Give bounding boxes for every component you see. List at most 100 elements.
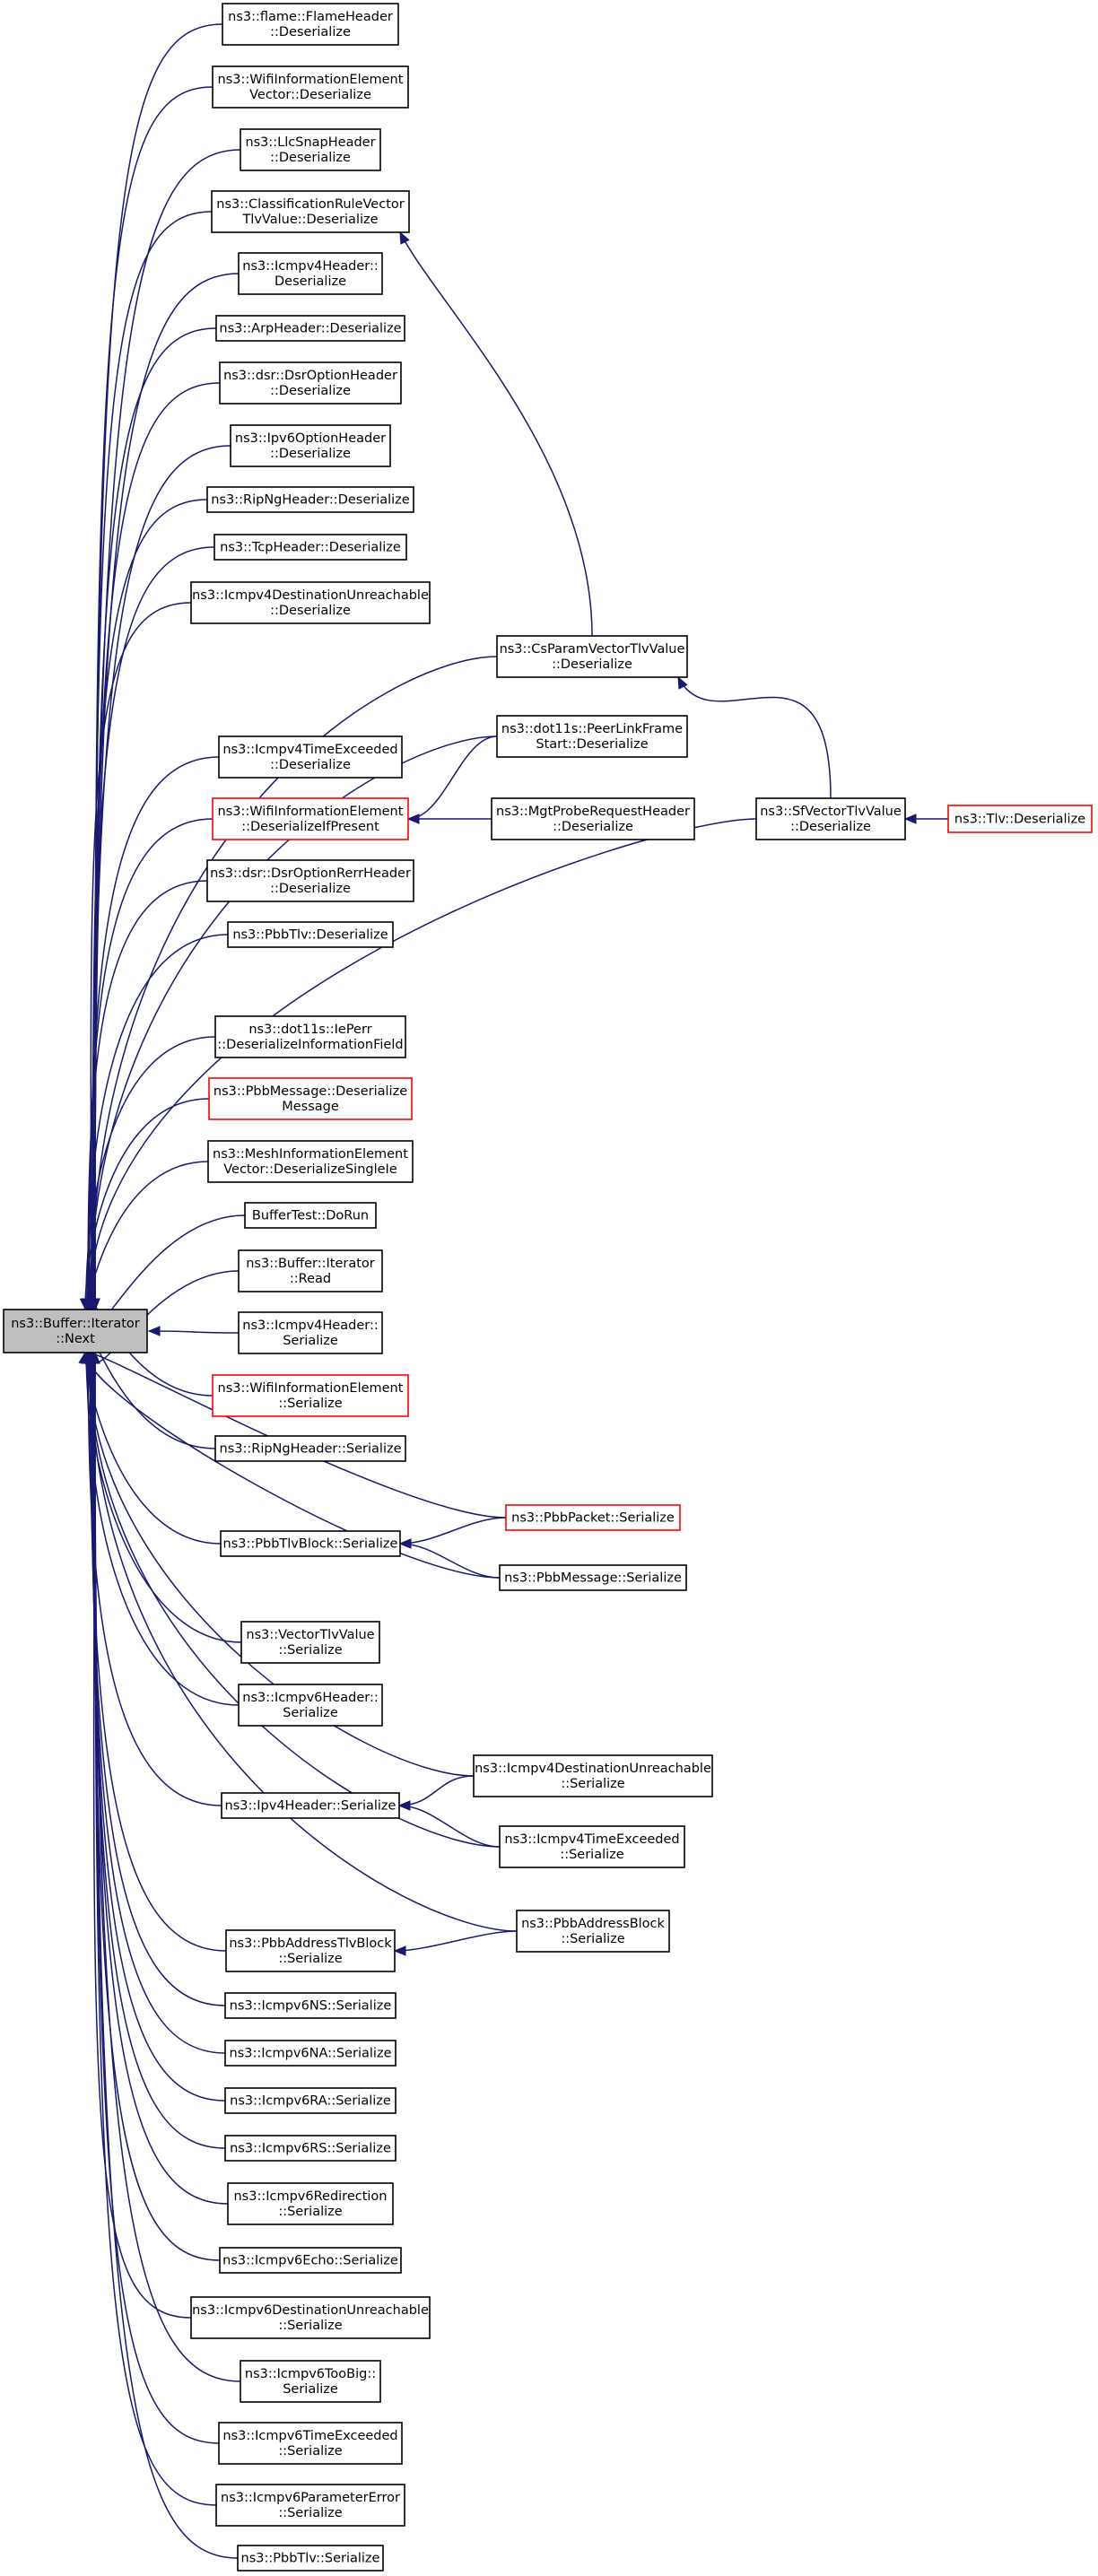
edge-n-pbbaddrblock-s-to-n-pbbaddrtlv-s: [394, 1930, 518, 1952]
node-n-ripng-s[interactable]: ns3::RipNgHeader::Serialize: [214, 1435, 406, 1462]
node-label: Deserialize: [274, 274, 346, 289]
node-n-tcp[interactable]: ns3::TcpHeader::Deserialize: [214, 534, 407, 561]
node-n-pbbaddrtlv-s[interactable]: ns3::PbbAddressTlvBlock::Serialize: [225, 1929, 396, 1972]
node-n-ripng-d[interactable]: ns3::RipNgHeader::Deserialize: [206, 486, 414, 513]
node-n-sfvector[interactable]: ns3::SfVectorTlvValue::Deserialize: [755, 797, 906, 840]
node-label: ns3::Icmpv6TimeExceeded: [222, 2429, 397, 2443]
node-n-icmpv6hdr-s[interactable]: ns3::Icmpv6Header::Serialize: [238, 1684, 383, 1727]
node-root[interactable]: ns3::Buffer::Iterator::Next: [3, 1309, 148, 1353]
node-n-mgtprobe[interactable]: ns3::MgtProbeRequestHeader::Deserialize: [491, 797, 695, 840]
node-box: [224, 2135, 396, 2162]
node-n-icmpv6rs[interactable]: ns3::Icmpv6RS::Serialize: [224, 2135, 396, 2162]
edge-n-icmpv4du-s-to-root: [87, 1352, 475, 1777]
node-n-wifiie-s[interactable]: ns3::WifiInformationElement::Serialize: [212, 1374, 409, 1417]
node-label: ns3::RipNgHeader::Deserialize: [211, 493, 410, 508]
edge-n-meshvec-to-root: [83, 1161, 209, 1314]
node-label: ns3::TcpHeader::Deserialize: [220, 541, 401, 555]
node-n-icmpv4hdr-s[interactable]: ns3::Icmpv4Header::Serialize: [238, 1311, 383, 1354]
node-n-dsrrerr[interactable]: ns3::dsr::DsrOptionRerrHeader::Deseriali…: [206, 859, 414, 902]
node-n-icmpv6pe[interactable]: ns3::Icmpv6ParameterError::Serialize: [215, 2484, 405, 2527]
edge-n-icmpv6rs-to-root: [92, 1352, 226, 2149]
edge-n-icmpv6echo-to-root: [93, 1352, 221, 2261]
node-n-vectortlv-s[interactable]: ns3::VectorTlvValue::Serialize: [240, 1621, 380, 1664]
node-label: ns3::RipNgHeader::Serialize: [220, 1442, 402, 1457]
node-n-meshvec[interactable]: ns3::MeshInformationElementVector::Deser…: [207, 1140, 414, 1183]
node-n-wifivec[interactable]: ns3::WifiInformationElementVector::Deser…: [212, 65, 409, 109]
node-label: ns3::Icmpv4TimeExceeded: [222, 743, 397, 757]
edge-n-icmpv6toobig-to-root: [94, 1352, 241, 2382]
node-n-icmpv6ns[interactable]: ns3::Icmpv6NS::Serialize: [224, 1992, 396, 2019]
edge-n-icmpv4hdr-s-to-root: [148, 1330, 240, 1334]
node-box: [212, 797, 409, 840]
node-n-ieperr[interactable]: ns3::dot11s::IePerr::DeserializeInformat…: [214, 1015, 406, 1058]
node-box: [238, 1249, 383, 1292]
node-label: ns3::flame::FlameHeader: [228, 10, 393, 24]
node-n-pbbtlv-d[interactable]: ns3::PbbTlv::Deserialize: [227, 921, 394, 948]
node-n-pbbpacket-s[interactable]: ns3::PbbPacket::Serialize: [505, 1504, 681, 1531]
arrowhead: [397, 1800, 411, 1811]
node-n-icmpv6na[interactable]: ns3::Icmpv6NA::Serialize: [224, 2040, 396, 2067]
node-n-icmpv4te-d[interactable]: ns3::Icmpv4TimeExceeded::Deserialize: [218, 735, 403, 779]
node-box: [224, 2040, 396, 2067]
node-label: ns3::PbbMessage::Serialize: [504, 1571, 682, 1586]
edge-n-pbbaddrtlv-s-to-root: [89, 1352, 227, 1952]
node-n-csparam[interactable]: ns3::CsParamVectorTlvValue::Deserialize: [496, 635, 688, 678]
arrowhead: [903, 814, 917, 824]
node-n-pbbtlvblock-s[interactable]: ns3::PbbTlvBlock::Serialize: [220, 1530, 401, 1557]
node-n-icmpv6ra[interactable]: ns3::Icmpv6RA::Serialize: [224, 2087, 396, 2114]
edge-n-pbbmsg-s-to-n-pbbtlvblock-s: [399, 1543, 501, 1579]
node-n-icmpv4hdr-d[interactable]: ns3::Icmpv4Header::Deserialize: [238, 252, 383, 295]
node-label: ns3::dsr::DsrOptionRerrHeader: [210, 866, 411, 881]
node-box: [224, 2087, 396, 2114]
node-n-dsropt[interactable]: ns3::dsr::DsrOptionHeader::Deserialize: [219, 361, 402, 405]
node-n-wifiie-dip[interactable]: ns3::WifiInformationElement::Deserialize…: [212, 797, 409, 840]
node-n-ipv4hdr-s[interactable]: ns3::Ipv4Header::Serialize: [221, 1792, 400, 1819]
nodes-layer: ns3::Buffer::Iterator::Next ns3::flame::F…: [3, 3, 1093, 2572]
node-n-icmpv4te-s[interactable]: ns3::Icmpv4TimeExceeded::Serialize: [499, 1825, 685, 1868]
edges-layer: [77, 23, 948, 2559]
node-label: ::Deserialize: [790, 820, 871, 834]
edge-n-ieperr-to-root: [85, 1036, 216, 1310]
node-n-flame[interactable]: ns3::flame::FlameHeader::Deserialize: [222, 3, 399, 46]
node-label: ns3::Icmpv6DestinationUnreachable: [192, 2303, 429, 2318]
node-box: [215, 2484, 405, 2527]
edge-n-icmpv4du-d-to-root: [90, 602, 192, 1310]
node-box: [238, 252, 383, 295]
node-n-icmpv6du[interactable]: ns3::Icmpv6DestinationUnreachable::Seria…: [190, 2296, 431, 2339]
node-n-icmpv4du-s[interactable]: ns3::Icmpv4DestinationUnreachable::Seria…: [473, 1754, 713, 1797]
node-n-buffertest[interactable]: BufferTest::DoRun: [244, 1202, 377, 1229]
node-label: Serialize: [283, 1706, 338, 1720]
node-n-icmpv6echo[interactable]: ns3::Icmpv6Echo::Serialize: [219, 2247, 402, 2274]
node-n-arp[interactable]: ns3::ArpHeader::Deserialize: [215, 315, 405, 342]
node-box: [240, 128, 381, 171]
node-n-peerlink[interactable]: ns3::dot11s::PeerLinkFrameStart::Deseria…: [496, 715, 688, 758]
node-box: [206, 859, 414, 902]
node-n-icmpv6te[interactable]: ns3::Icmpv6TimeExceeded::Serialize: [218, 2422, 403, 2465]
node-n-llcsnap[interactable]: ns3::LlcSnapHeader::Deserialize: [240, 128, 381, 171]
node-label: Start::Deserialize: [536, 737, 648, 752]
node-label: ns3::ClassificationRuleVector: [216, 197, 404, 212]
node-label: ns3::Icmpv6Echo::Serialize: [222, 2254, 398, 2268]
node-n-pbbmsg-s[interactable]: ns3::PbbMessage::Serialize: [499, 1564, 687, 1591]
edge-n-dsropt-to-root: [93, 382, 221, 1310]
node-n-icmpv6toobig[interactable]: ns3::Icmpv6TooBig::Serialize: [240, 2360, 381, 2403]
node-box: [207, 1140, 414, 1183]
edge-n-icmpv6du-to-root: [92, 1352, 192, 2319]
node-box: [220, 1530, 401, 1557]
node-n-bufread[interactable]: ns3::Buffer::Iterator::Read: [238, 1249, 383, 1292]
node-n-icmpv6redir[interactable]: ns3::Icmpv6Redirection::Serialize: [227, 2182, 394, 2225]
node-n-pbbaddrblock-s[interactable]: ns3::PbbAddressBlock::Serialize: [516, 1910, 670, 1953]
node-box: [214, 1015, 406, 1058]
node-n-pbbtlv-s[interactable]: ns3::PbbTlv::Serialize: [237, 2545, 384, 2572]
node-n-icmpv4du-d[interactable]: ns3::Icmpv4DestinationUnreachable::Deser…: [190, 581, 431, 624]
node-n-tlv-d[interactable]: ns3::Tlv::Deserialize: [947, 805, 1093, 833]
node-n-ipv6opt[interactable]: ns3::Ipv6OptionHeader::Deserialize: [230, 424, 391, 467]
edge-n-icmpv4te-s-to-n-ipv4hdr-s: [398, 1805, 501, 1848]
arrowhead: [677, 675, 688, 690]
node-label: ::Serialize: [278, 2319, 342, 2333]
node-n-classrule[interactable]: ns3::ClassificationRuleVectorTlvValue::D…: [211, 190, 410, 233]
edge-n-pbbtlv-d-to-root: [86, 934, 229, 1310]
node-label: ns3::WifiInformationElement: [218, 1381, 404, 1396]
